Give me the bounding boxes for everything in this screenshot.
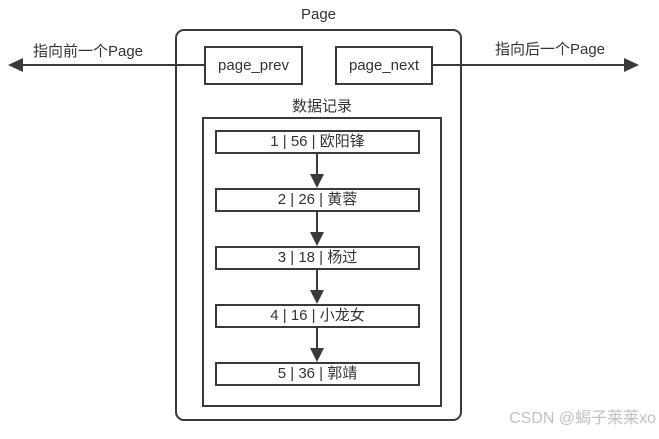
records-title-label: 数据记录 xyxy=(291,98,352,115)
prev-arrowhead-icon xyxy=(8,58,23,72)
next-arrow-line xyxy=(433,64,625,66)
next-arrow-label: 指向后一个Page xyxy=(494,41,606,58)
record-link-line xyxy=(316,154,318,176)
record-link-arrowhead-icon xyxy=(310,174,324,188)
record-link-arrowhead-icon xyxy=(310,232,324,246)
next-arrowhead-icon xyxy=(624,58,639,72)
page-next-box: page_next xyxy=(335,46,433,85)
record-link-arrowhead-icon xyxy=(310,348,324,362)
record-row: 2 | 26 | 黄蓉 xyxy=(215,188,420,212)
watermark: CSDN @蝎子莱莱xo xyxy=(509,410,656,427)
page-title-label: Page xyxy=(300,6,337,23)
record-row: 1 | 56 | 欧阳锋 xyxy=(215,130,420,154)
record-row: 4 | 16 | 小龙女 xyxy=(215,304,420,328)
record-link-line xyxy=(316,212,318,234)
record-link-arrowhead-icon xyxy=(310,290,324,304)
record-row: 3 | 18 | 杨过 xyxy=(215,246,420,270)
prev-arrow-line xyxy=(20,64,204,66)
prev-arrow-label: 指向前一个Page xyxy=(32,43,144,60)
record-link-line xyxy=(316,270,318,292)
page-prev-box: page_prev xyxy=(204,46,303,85)
record-row: 5 | 36 | 郭靖 xyxy=(215,362,420,386)
record-link-line xyxy=(316,328,318,350)
